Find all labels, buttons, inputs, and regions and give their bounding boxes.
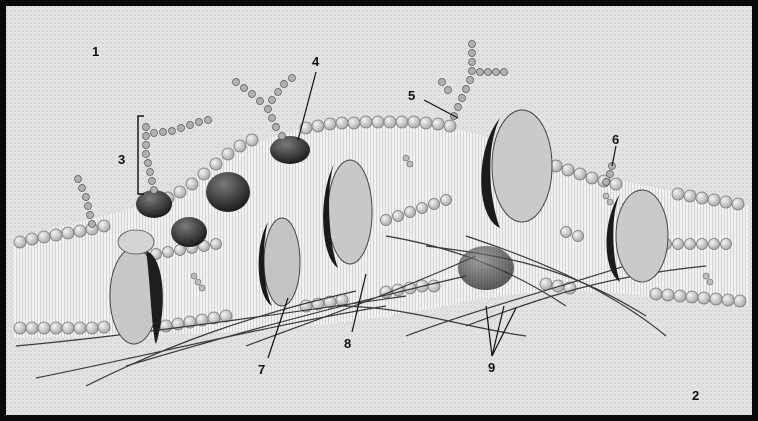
label-4: 4 (312, 54, 320, 69)
label-5: 5 (408, 88, 415, 103)
label-8: 8 (344, 336, 351, 351)
label-9: 9 (488, 360, 495, 375)
label-2: 2 (692, 388, 699, 403)
label-6: 6 (612, 132, 619, 147)
transmembrane-protein-center (323, 160, 372, 268)
label-1: 1 (92, 44, 99, 59)
label-7: 7 (258, 362, 265, 377)
cell-membrane-diagram: 1 2 3 4 5 6 7 8 9 (6, 6, 752, 415)
transmembrane-protein-far-right (607, 190, 669, 282)
label-3: 3 (118, 152, 125, 167)
transmembrane-protein-center-left (259, 218, 300, 306)
